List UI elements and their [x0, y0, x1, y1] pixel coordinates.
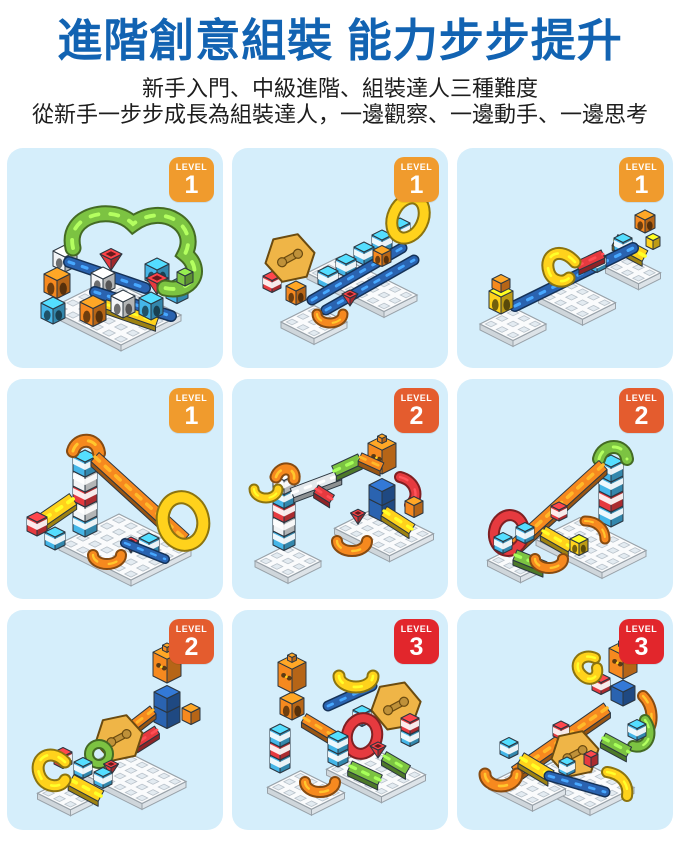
level-card-1: LEVEL 1 — [7, 147, 223, 368]
level-badge-label: LEVEL — [175, 623, 208, 634]
level-badge-label: LEVEL — [625, 623, 658, 634]
level-badge: LEVEL 2 — [619, 387, 664, 433]
level-badge-number: 1 — [409, 170, 424, 199]
subtitle-line-1: 新手入門、中級進階、組裝達人三種難度 — [141, 75, 538, 101]
marble-run-illustration — [478, 637, 658, 816]
level-badge: LEVEL 2 — [394, 387, 439, 433]
level-badge-label: LEVEL — [625, 392, 658, 403]
marble-run-illustration — [40, 204, 203, 352]
level-badge-label: LEVEL — [400, 623, 433, 634]
level-badge-number: 1 — [634, 170, 649, 199]
level-card-7: LEVEL 2 — [7, 609, 223, 830]
level-badge-number: 1 — [184, 401, 199, 430]
level-card-5: LEVEL 2 — [232, 378, 448, 599]
level-badge: LEVEL 1 — [169, 156, 214, 202]
level-badge: LEVEL 2 — [169, 618, 214, 664]
marble-run-illustration — [266, 651, 427, 816]
subtitle-line-2: 從新手一步步成長為組裝達人，一邊觀察、一邊動手、一邊思考 — [31, 101, 648, 127]
level-badge-number: 2 — [409, 401, 424, 430]
level-badge: LEVEL 1 — [394, 156, 439, 202]
marble-run-illustration — [262, 190, 431, 345]
level-badge-number: 3 — [409, 632, 424, 661]
level-card-9: LEVEL 3 — [457, 609, 673, 830]
level-card-6: LEVEL 2 — [457, 378, 673, 599]
level-badge: LEVEL 1 — [619, 156, 664, 202]
marble-run-illustration — [248, 432, 435, 584]
level-card-grid: LEVEL 1 LEVEL 1 LEVEL 1 LEVEL 1 LEVEL 2 — [7, 147, 673, 830]
level-badge-number: 2 — [184, 632, 199, 661]
level-card-4: LEVEL 1 — [7, 378, 223, 599]
level-badge: LEVEL 3 — [394, 618, 439, 664]
marble-run-illustration — [478, 209, 662, 347]
subtitle: 新手入門、中級進階、組裝達人三種難度 從新手一步步成長為組裝達人，一邊觀察、一邊… — [0, 76, 680, 128]
level-badge-number: 3 — [634, 632, 649, 661]
level-badge-label: LEVEL — [625, 161, 658, 172]
level-badge: LEVEL 1 — [169, 387, 214, 433]
level-badge-label: LEVEL — [175, 392, 208, 403]
level-badge-number: 2 — [634, 401, 649, 430]
level-badge-label: LEVEL — [400, 392, 433, 403]
level-badge: LEVEL 3 — [619, 618, 664, 664]
marble-run-illustration — [486, 439, 648, 584]
level-card-2: LEVEL 1 — [232, 147, 448, 368]
level-card-8: LEVEL 3 — [232, 609, 448, 830]
header: 進階創意組裝 能力步步提升 新手入門、中級進階、組裝達人三種難度 從新手一步步成… — [0, 0, 680, 128]
marble-run-illustration — [26, 433, 211, 587]
level-card-3: LEVEL 1 — [457, 147, 673, 368]
level-badge-label: LEVEL — [175, 161, 208, 172]
level-badge-label: LEVEL — [400, 161, 433, 172]
level-badge-number: 1 — [184, 170, 199, 199]
page-title: 進階創意組裝 能力步步提升 — [57, 15, 623, 66]
